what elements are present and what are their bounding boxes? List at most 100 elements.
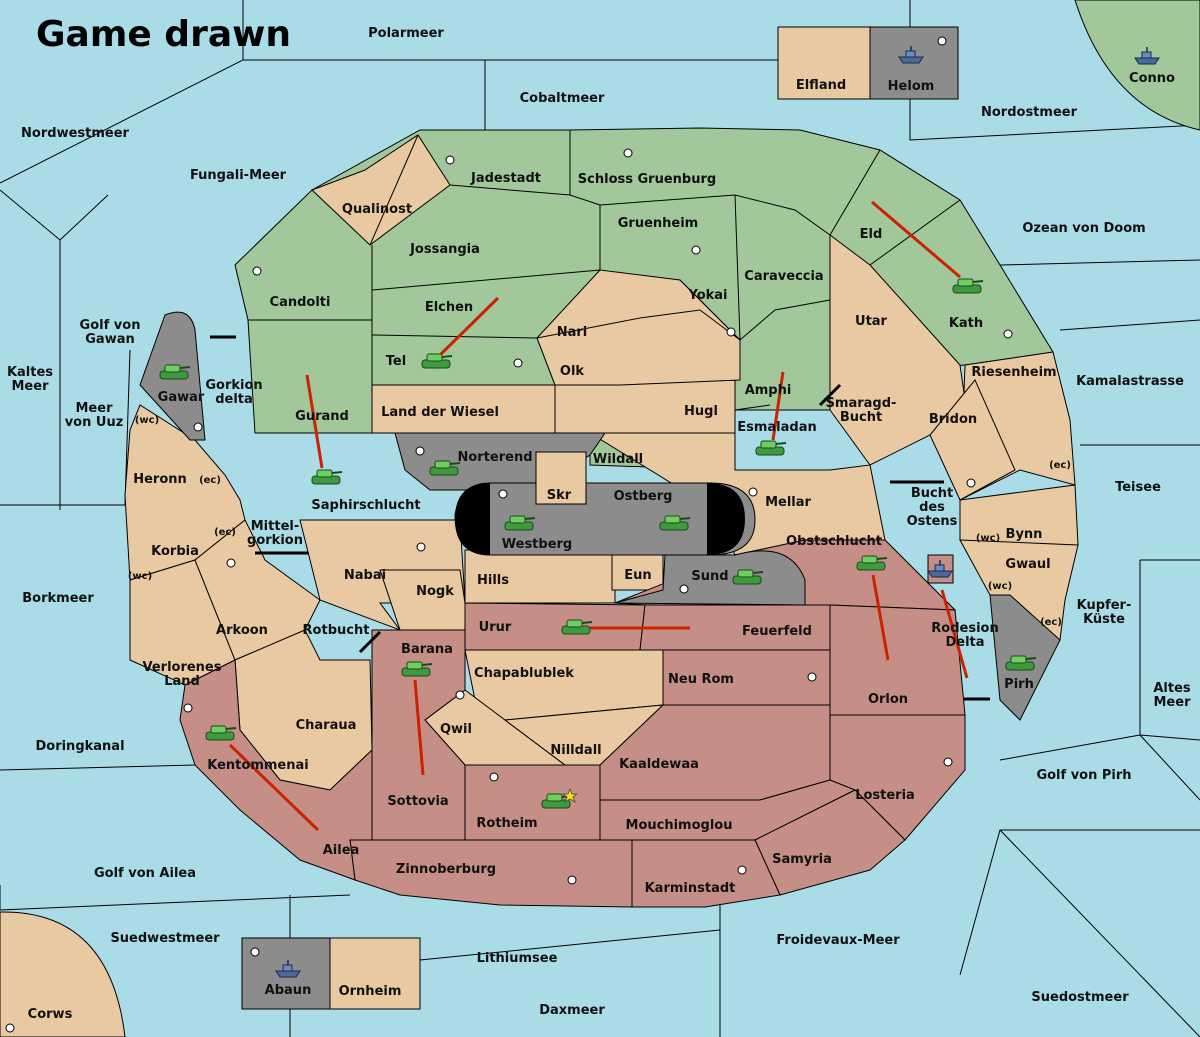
label-westberg: Westberg (502, 537, 572, 552)
army-sund[interactable] (732, 569, 764, 585)
adjacency-arrows (210, 335, 990, 701)
units (159, 46, 1160, 978)
label-gurand: Gurand (295, 409, 349, 424)
label-riesenheim: Riesenheim (971, 365, 1056, 380)
label-hugl: Hugl (684, 404, 718, 419)
region-conno[interactable] (1074, 0, 1200, 131)
army-urur[interactable] (561, 619, 593, 635)
label-amphi: Amphi (745, 383, 792, 398)
sea-label-kamalastrasse: Kamalastrasse (1076, 374, 1184, 389)
coast-tag-heronn-ec: (ec) (199, 475, 221, 486)
label-abaun: Abaun (265, 983, 312, 998)
label-kaaldewaa: Kaaldewaa (619, 757, 699, 772)
fleet-abaun[interactable] (275, 960, 301, 978)
label-orlon: Orlon (868, 692, 908, 707)
label-barana: Barana (401, 642, 453, 657)
label-nabai: Nabai (344, 568, 386, 583)
region-corws[interactable] (0, 911, 126, 1037)
region-labels: Elfland Helom Conno Corws Abaun Ornheim … (28, 71, 1175, 1022)
coast-tag-bynn-ec: (ec) (1049, 460, 1071, 471)
fleet-helom[interactable] (898, 46, 924, 64)
label-conno: Conno (1129, 71, 1175, 86)
label-schloss: Schloss Gruenburg (578, 172, 716, 187)
region-elfland[interactable] (777, 26, 871, 100)
label-ornheim: Ornheim (339, 984, 402, 999)
label-olk: Olk (560, 364, 585, 379)
sea-label-golf-ailea: Golf von Ailea (94, 866, 196, 881)
army-norterend[interactable] (429, 460, 461, 476)
sea-label-borkmeer: Borkmeer (22, 591, 94, 606)
label-helom: Helom (888, 79, 935, 94)
label-karminstadt: Karminstadt (645, 881, 736, 896)
region-karminstadt[interactable] (631, 839, 781, 908)
label-sund: Sund (691, 569, 728, 584)
coast-tag-gawar-wc: (wc) (135, 415, 159, 426)
ostberg-cap (707, 483, 745, 555)
region-olk[interactable] (536, 309, 741, 386)
label-eun: Eun (624, 568, 651, 583)
label-pirh: Pirh (1004, 677, 1034, 692)
army-ostberg[interactable] (659, 515, 691, 531)
region-kentommenai-ailea[interactable] (179, 659, 373, 881)
label-gwaul: Gwaul (1005, 557, 1050, 572)
coast-tag-korbia-ec: (ec) (214, 527, 236, 538)
army-kentommenai[interactable] (205, 725, 237, 741)
region-qualinost[interactable] (311, 134, 451, 246)
label-sottovia: Sottovia (387, 794, 448, 809)
sea-label-suedostmeer: Suedostmeer (1031, 990, 1129, 1005)
sea-label-kupfer: Kupfer-Küste (1077, 598, 1132, 627)
label-arkoon: Arkoon (216, 623, 268, 638)
label-qualinost: Qualinost (342, 202, 412, 217)
sea-label-fungali: Fungali-Meer (190, 168, 287, 183)
sea-label-suedwestmeer: Suedwestmeer (110, 931, 220, 946)
label-zinnoberburg: Zinnoberburg (396, 862, 496, 877)
label-mellar: Mellar (765, 495, 811, 510)
army-esmaladan[interactable] (755, 440, 787, 456)
coast-tags: (wc) (ec) (ec) (wc) (ec) (wc) (wc) (ec) (128, 415, 1071, 628)
label-corws: Corws (28, 1007, 73, 1022)
region-ornheim[interactable] (329, 937, 421, 1010)
army-gawar[interactable] (159, 364, 191, 380)
army-westberg[interactable] (504, 515, 536, 531)
army-tel[interactable] (421, 353, 453, 369)
move-arrows (228, 200, 969, 832)
sea-label-nordwestmeer: Nordwestmeer (21, 126, 129, 141)
label-candolti: Candolti (270, 295, 331, 310)
sea-label-lithiumsee: Lithiumsee (477, 951, 558, 966)
army-obstschlucht[interactable] (856, 555, 888, 571)
army-saphirschlucht[interactable] (311, 469, 343, 485)
region-bridon[interactable] (929, 379, 1016, 501)
coast-tag-gwaul-wc: (wc) (988, 581, 1012, 592)
sea-label-smaragd: Smaragd-Bucht (826, 396, 897, 425)
army-rotheim[interactable] (541, 793, 573, 809)
army-barana[interactable] (401, 661, 433, 677)
army-pirh[interactable] (1005, 655, 1037, 671)
label-charaua: Charaua (296, 718, 357, 733)
label-gruenheim: Gruenheim (618, 216, 698, 231)
region-gwaul[interactable] (959, 539, 1079, 641)
region-skr[interactable] (535, 451, 587, 505)
label-utar: Utar (855, 314, 888, 329)
sea-label-polarmeer: Polarmeer (368, 26, 444, 41)
supply-centers (5, 36, 1013, 1033)
label-norterend: Norterend (457, 450, 532, 465)
army-kath[interactable] (952, 278, 984, 294)
label-esmaladan: Esmaladan (737, 420, 817, 435)
label-qwil: Qwil (440, 722, 472, 737)
sea-label-froidevaux: Froidevaux-Meer (776, 933, 900, 948)
fleet-rodesion-delta[interactable] (927, 560, 953, 578)
label-wildall: Wildall (593, 452, 643, 467)
coast-tag-gwaul-ec: (ec) (1040, 617, 1062, 628)
westberg-cap (455, 483, 490, 555)
star-icon (561, 787, 579, 804)
fleet-conno[interactable] (1134, 47, 1160, 65)
label-tel: Tel (386, 354, 406, 369)
label-losteria: Losteria (855, 788, 915, 803)
region-sund[interactable] (614, 550, 806, 606)
label-heronn: Heronn (133, 472, 187, 487)
